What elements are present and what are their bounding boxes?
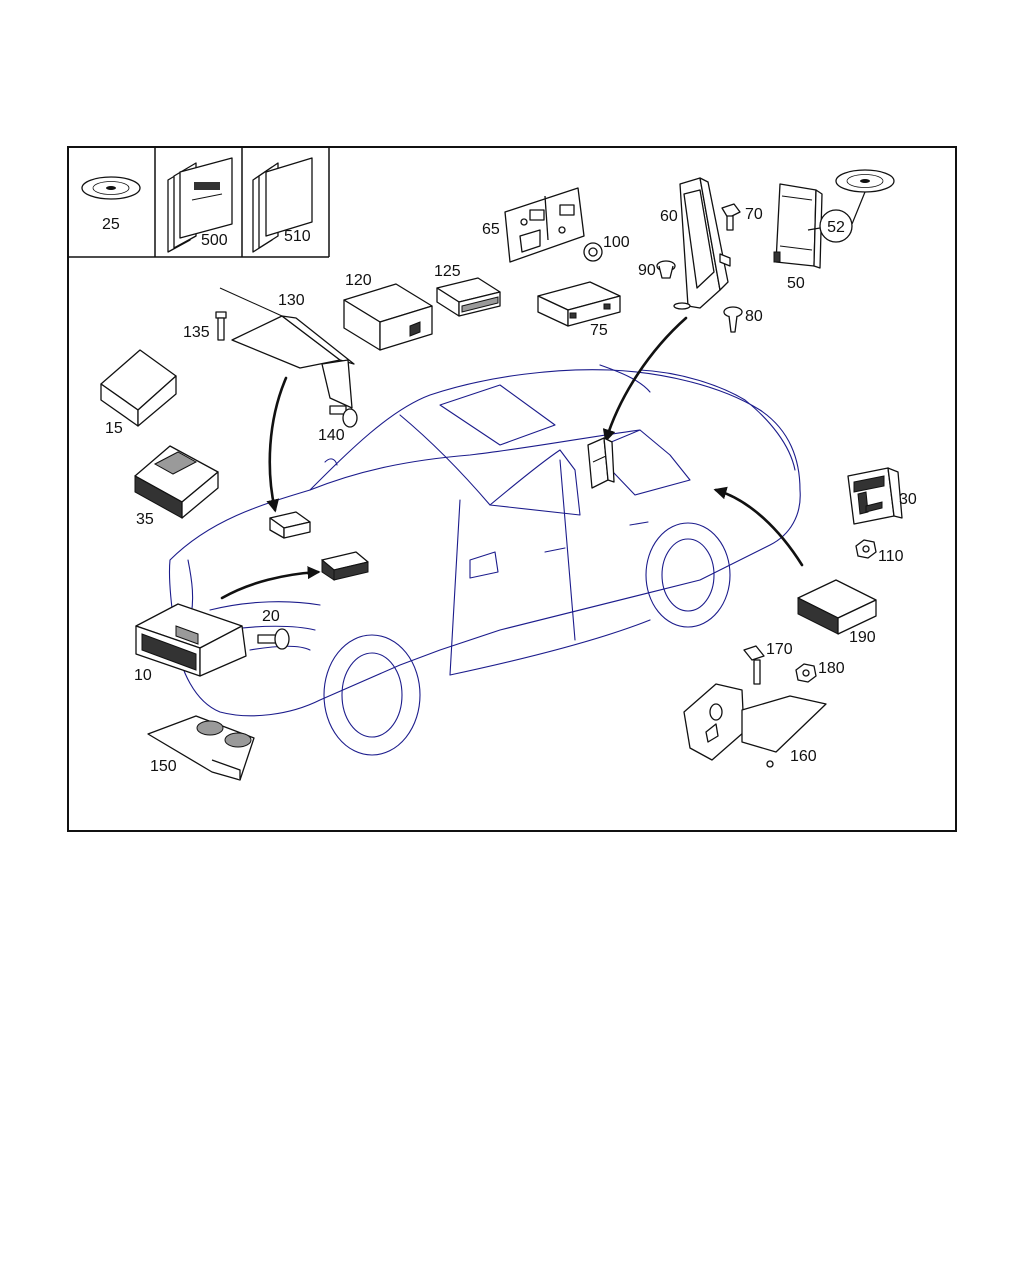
part-130-bracket bbox=[219, 287, 355, 409]
label-70: 70 bbox=[745, 206, 763, 223]
label-120: 120 bbox=[345, 272, 372, 289]
leader-52 bbox=[851, 191, 866, 225]
label-60: 60 bbox=[660, 208, 678, 225]
arrow-190-to-trunk bbox=[713, 486, 804, 567]
part-135-bolt bbox=[215, 311, 227, 341]
part-75-unit bbox=[537, 281, 621, 327]
part-100-nut bbox=[583, 242, 603, 262]
part-65-bracket bbox=[504, 187, 585, 263]
label-25: 25 bbox=[102, 216, 120, 233]
label-52: 52 bbox=[827, 219, 845, 236]
part-70-bolt bbox=[721, 203, 741, 231]
label-110: 110 bbox=[878, 548, 904, 565]
cd-disc-icon bbox=[81, 176, 141, 200]
part-60-bracket bbox=[673, 177, 731, 310]
part-15-module bbox=[100, 349, 177, 427]
part-180-nut bbox=[795, 663, 817, 683]
label-160: 160 bbox=[790, 748, 817, 765]
label-510: 510 bbox=[284, 228, 311, 245]
leader-52 bbox=[807, 227, 821, 231]
arrow-60-to-door bbox=[602, 316, 688, 443]
label-500: 500 bbox=[201, 232, 228, 249]
label-90: 90 bbox=[638, 262, 656, 279]
label-190: 190 bbox=[849, 629, 876, 646]
part-30-module bbox=[847, 467, 903, 525]
vehicle-outline bbox=[168, 364, 801, 756]
part-120-unit bbox=[343, 283, 433, 351]
manual-booklet-icon bbox=[167, 157, 233, 253]
manual-booklet-icon bbox=[252, 157, 313, 253]
part-190-module bbox=[797, 579, 877, 635]
part-mounted-connector-dash bbox=[321, 551, 369, 581]
part-20-screw bbox=[257, 628, 290, 650]
label-65: 65 bbox=[482, 221, 500, 238]
diagram-frame bbox=[67, 146, 957, 832]
label-180: 180 bbox=[818, 660, 845, 677]
label-130: 130 bbox=[278, 292, 305, 309]
label-52-callout bbox=[819, 209, 853, 243]
part-mounted-module-door bbox=[587, 437, 615, 489]
part-140-screw bbox=[329, 405, 358, 428]
arrow-10-to-dash bbox=[220, 566, 321, 600]
part-10-head-unit bbox=[135, 603, 247, 677]
part-mounted-module-dash bbox=[269, 511, 311, 539]
label-15: 15 bbox=[105, 420, 123, 437]
label-140: 140 bbox=[318, 427, 345, 444]
cd-disc-icon bbox=[835, 169, 895, 193]
label-135: 135 bbox=[183, 324, 210, 341]
label-80: 80 bbox=[745, 308, 763, 325]
part-170-bolt bbox=[743, 645, 765, 685]
part-90-grommet bbox=[656, 260, 676, 279]
part-35-module bbox=[134, 445, 219, 519]
label-30: 30 bbox=[899, 491, 917, 508]
label-100: 100 bbox=[603, 234, 630, 251]
label-50: 50 bbox=[787, 275, 805, 292]
label-35: 35 bbox=[136, 511, 154, 528]
label-150: 150 bbox=[150, 758, 177, 775]
label-10: 10 bbox=[134, 667, 152, 684]
label-125: 125 bbox=[434, 263, 461, 280]
label-20: 20 bbox=[262, 608, 280, 625]
part-80-clip bbox=[723, 306, 743, 333]
part-125-unit bbox=[436, 277, 501, 317]
label-170: 170 bbox=[766, 641, 793, 658]
part-160-bracket bbox=[683, 683, 827, 768]
label-75: 75 bbox=[590, 322, 608, 339]
part-110-nut bbox=[855, 539, 877, 559]
part-50-module bbox=[773, 183, 823, 269]
arrow-130-to-mount bbox=[266, 376, 288, 513]
part-150-tray bbox=[147, 715, 255, 781]
